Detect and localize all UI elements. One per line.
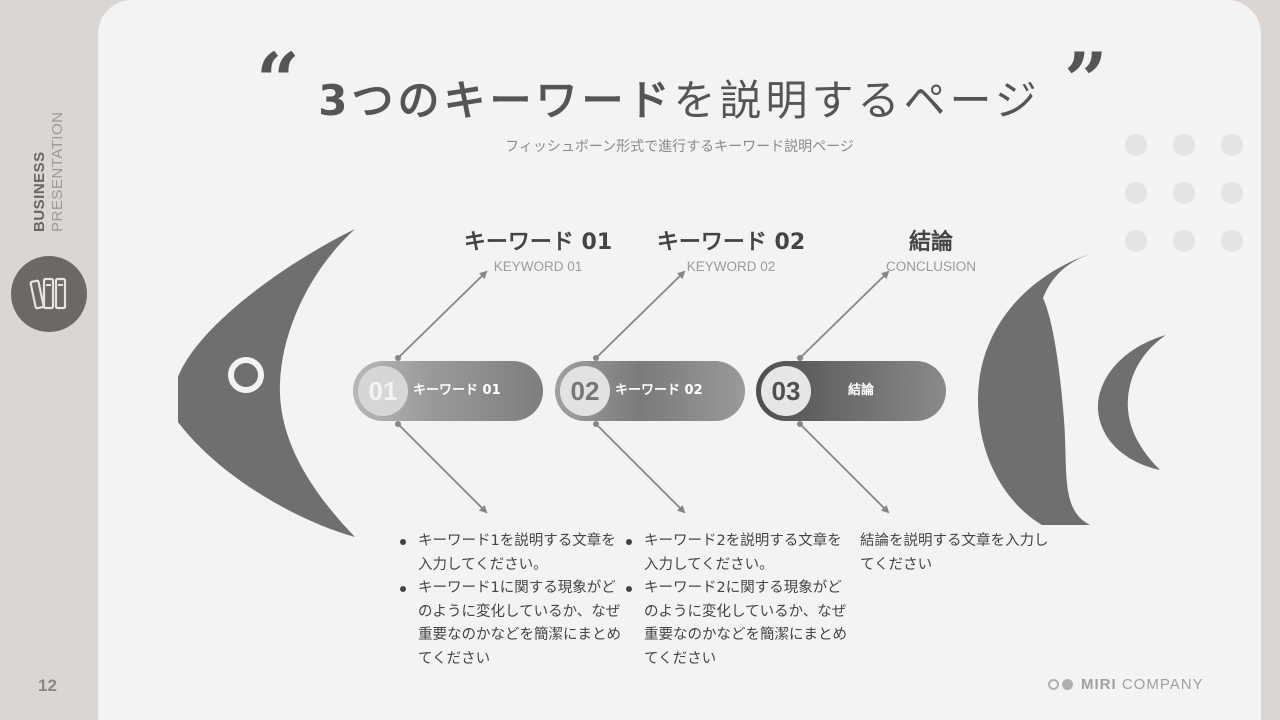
sidebar-label-business: BUSINESS — [31, 151, 48, 232]
quote-close-icon: ” — [1064, 36, 1108, 125]
pill-label: キーワード 01 — [413, 383, 501, 398]
fish-head-icon — [178, 229, 355, 537]
page-number: 12 — [38, 676, 57, 695]
decor-dot — [1221, 134, 1243, 156]
decor-dot — [1125, 134, 1147, 156]
bone-joint — [797, 421, 803, 427]
bone-joint — [395, 421, 401, 427]
pill-label: キーワード 02 — [615, 383, 703, 398]
pill-number: 03 — [761, 366, 811, 416]
keyword-title: キーワード 02 — [656, 230, 806, 255]
conclusion-pill: 03 結論 — [756, 361, 946, 421]
bone-joint — [797, 355, 803, 361]
bone-joint — [593, 421, 599, 427]
decor-dot — [1125, 182, 1147, 204]
logo-ring-icon — [1048, 679, 1059, 690]
keyword-pill-1: 01 キーワード 01 — [353, 361, 543, 421]
keyword-description-2: キーワード2を説明する文章を入力してください。 キーワード2に関する現象がどのよ… — [624, 530, 850, 671]
bone-arrow — [595, 423, 686, 514]
page-title: 3つのキーワードを説明するページ — [98, 67, 1261, 128]
bone-arrow — [397, 270, 488, 359]
quote-open-icon: “ — [256, 36, 300, 125]
decor-dot — [1173, 134, 1195, 156]
slide-card: “ ” 3つのキーワードを説明するページ フィッシュボーン形式で進行するキーワー… — [98, 0, 1261, 720]
decor-dot — [1221, 182, 1243, 204]
keyword-subtitle: CONCLUSION — [885, 259, 976, 274]
list-item: キーワード1に関する現象がどのように変化しているか、なぜ重要なのかなどを簡潔にま… — [398, 577, 624, 671]
company-name-strong: MIRI — [1081, 676, 1117, 693]
keyword-pill-2: 02 キーワード 02 — [555, 361, 745, 421]
pill-number: 01 — [358, 366, 408, 416]
page-title-light: を説明するページ — [673, 76, 1041, 125]
decor-dot — [1173, 230, 1195, 252]
page-title-bold: 3つのキーワード — [318, 76, 674, 125]
binders-icon — [11, 256, 87, 332]
pill-number: 02 — [560, 366, 610, 416]
decor-dot — [1173, 182, 1195, 204]
logo-dot-icon — [1062, 679, 1073, 690]
bone-arrow — [799, 423, 890, 514]
sidebar-label: BUSINESS PRESENTATION — [20, 105, 75, 235]
decor-dot — [1125, 230, 1147, 252]
company-logo: MIRI COMPANY — [1048, 676, 1204, 693]
keyword-title: 結論 — [908, 230, 953, 255]
keyword-heading-1: キーワード 01 KEYWORD 01 — [438, 224, 638, 274]
bone-joint — [395, 355, 401, 361]
keyword-title: キーワード 01 — [463, 230, 613, 255]
conclusion-text: 結論を説明する文章を入力してください — [860, 533, 1049, 573]
keyword-subtitle: KEYWORD 02 — [686, 259, 776, 274]
conclusion-description: 結論を説明する文章を入力してください — [860, 530, 1052, 577]
sidebar-label-presentation: PRESENTATION — [49, 111, 66, 232]
page-subtitle: フィッシュボーン形式で進行するキーワード説明ページ — [505, 139, 854, 155]
bone-arrow — [595, 270, 686, 359]
list-item: キーワード2を説明する文章を入力してください。 — [624, 530, 850, 577]
keyword-description-1: キーワード1を説明する文章を入力してください。 キーワード1に関する現象がどのよ… — [398, 530, 624, 671]
fishbone-diagram — [178, 229, 1166, 537]
decor-dot — [1221, 230, 1243, 252]
keyword-subtitle: KEYWORD 01 — [493, 259, 583, 274]
company-name-light: COMPANY — [1121, 676, 1204, 693]
pill-label: 結論 — [848, 383, 875, 398]
fish-tail-crescent-icon — [1097, 335, 1166, 470]
list-item: キーワード1を説明する文章を入力してください。 — [398, 530, 624, 577]
decorative-dot-grid — [1125, 134, 1245, 254]
bone-arrow — [397, 423, 488, 514]
list-item: キーワード2に関する現象がどのように変化しているか、なぜ重要なのかなどを簡潔にま… — [624, 577, 850, 671]
fish-eye-icon — [228, 357, 264, 393]
keyword-heading-2: キーワード 02 KEYWORD 02 — [631, 224, 831, 274]
fish-tail-icon — [978, 250, 1102, 525]
bone-joint — [593, 355, 599, 361]
bone-arrow — [799, 270, 890, 359]
conclusion-heading: 結論 CONCLUSION — [831, 224, 1031, 274]
